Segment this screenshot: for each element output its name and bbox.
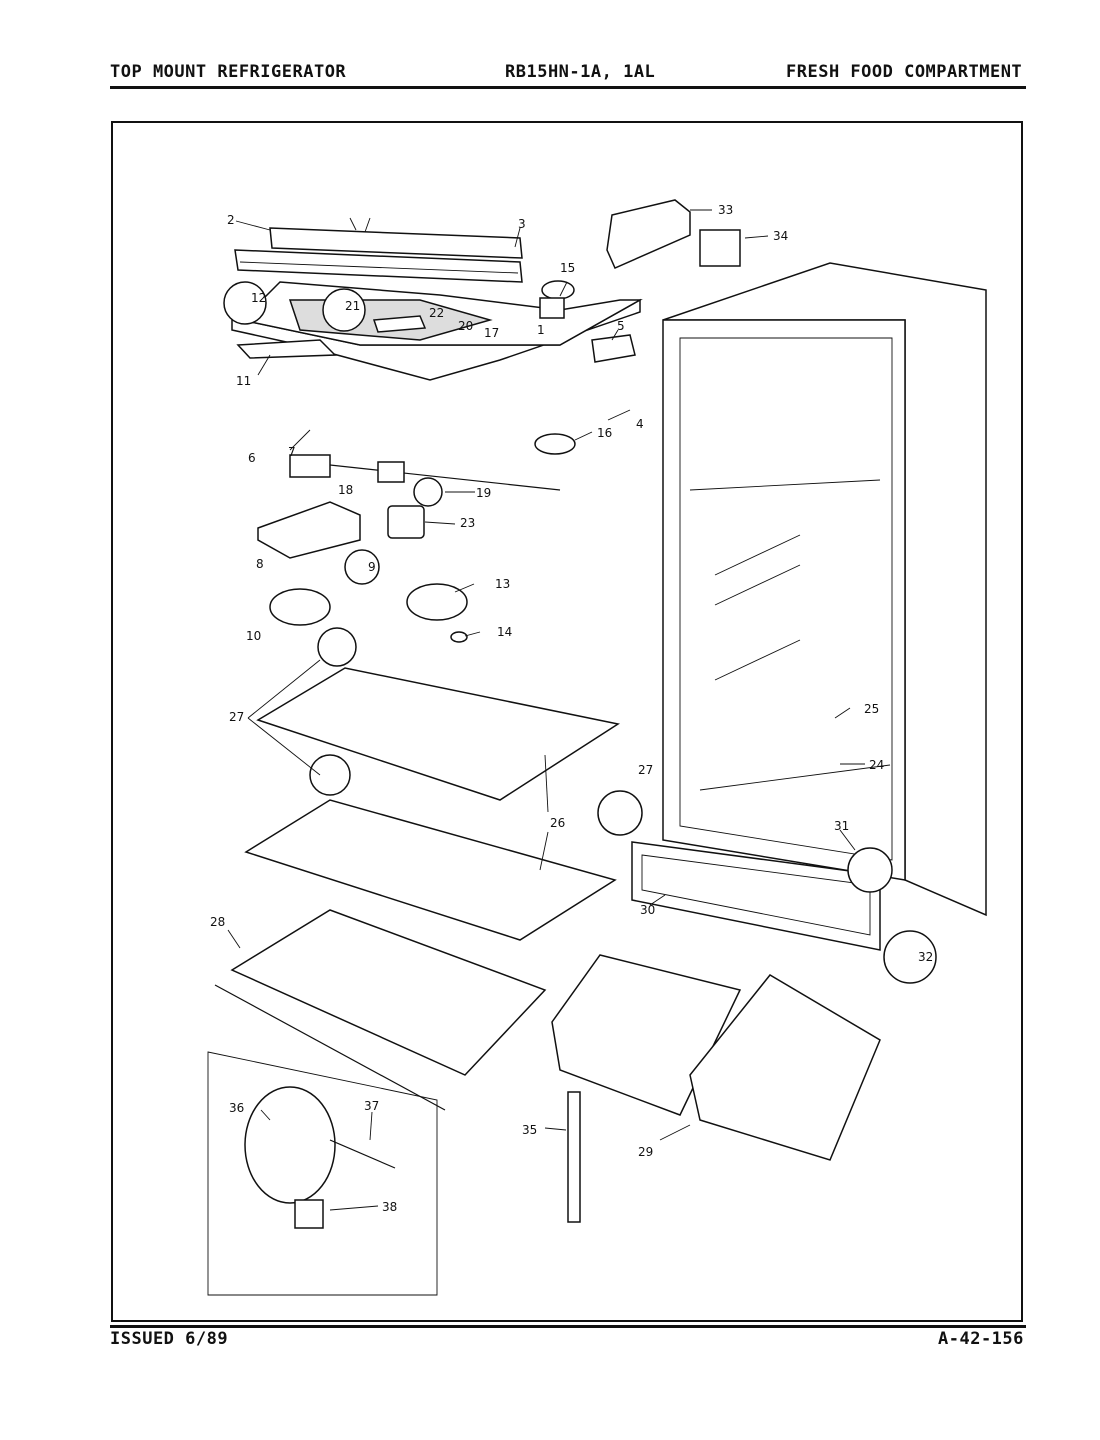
callout-5: 5 xyxy=(617,319,625,333)
callout-35: 35 xyxy=(522,1123,537,1137)
callout-20: 20 xyxy=(458,319,473,333)
callout-29: 29 xyxy=(638,1145,653,1159)
callout-23: 23 xyxy=(460,516,475,530)
callout-16: 16 xyxy=(597,426,612,440)
callout-13: 13 xyxy=(495,577,510,591)
footer-rule xyxy=(110,1325,1026,1328)
callout-30: 30 xyxy=(640,903,655,917)
callout-37: 37 xyxy=(364,1099,379,1113)
header-model: RB15HN-1A, 1AL xyxy=(505,62,656,82)
brackets xyxy=(223,199,741,585)
callout-15: 15 xyxy=(560,261,575,275)
callout-14: 14 xyxy=(497,625,512,639)
callout-labels: 1 2 3 4 5 6 7 8 9 10 11 12 13 14 15 16 1… xyxy=(210,203,933,1214)
callout-3: 3 xyxy=(518,217,526,231)
callout-26: 26 xyxy=(550,816,565,830)
callout-21: 21 xyxy=(345,299,360,313)
shelf-supports xyxy=(309,627,937,1223)
callout-8: 8 xyxy=(256,557,264,571)
footer-issued: ISSUED 6/89 xyxy=(110,1329,229,1349)
callout-19: 19 xyxy=(476,486,491,500)
header-title: TOP MOUNT REFRIGERATOR xyxy=(110,62,347,82)
refrigerator-cabinet xyxy=(631,262,987,951)
callout-24: 24 xyxy=(869,758,884,772)
callout-6: 6 xyxy=(248,451,256,465)
diagram-frame xyxy=(111,121,1023,1322)
callout-10: 10 xyxy=(246,629,261,643)
crisper-drawers xyxy=(551,954,881,1161)
callout-17: 17 xyxy=(484,326,499,340)
callout-34: 34 xyxy=(773,229,788,243)
callout-27b: 27 xyxy=(638,763,653,777)
callout-22: 22 xyxy=(429,306,444,320)
control-housing xyxy=(229,280,643,381)
cabinet-top-panel xyxy=(234,217,523,283)
callout-9: 9 xyxy=(368,560,376,574)
wire-shelves xyxy=(244,667,620,941)
callout-4: 4 xyxy=(636,417,644,431)
callout-36: 36 xyxy=(229,1101,244,1115)
callout-7: 7 xyxy=(288,445,296,459)
header-rule xyxy=(110,86,1026,89)
callout-18: 18 xyxy=(338,483,353,497)
callout-31: 31 xyxy=(834,819,849,833)
callout-28: 28 xyxy=(210,915,225,929)
glass-shelf xyxy=(214,909,547,1111)
leader-lines xyxy=(227,209,865,1211)
callout-11: 11 xyxy=(236,374,251,388)
callout-12: 12 xyxy=(251,291,266,305)
callout-38: 38 xyxy=(382,1200,397,1214)
callout-32: 32 xyxy=(918,950,933,964)
callout-1: 1 xyxy=(537,323,545,337)
footer-code: A-42-156 xyxy=(938,1329,1024,1349)
thermostat-assembly xyxy=(257,433,576,643)
callout-27a: 27 xyxy=(229,710,244,724)
callout-25: 25 xyxy=(864,702,879,716)
header-section: FRESH FOOD COMPARTMENT xyxy=(786,62,1023,82)
callout-2: 2 xyxy=(227,213,235,227)
roller-inset xyxy=(207,1051,438,1296)
callout-33: 33 xyxy=(718,203,733,217)
